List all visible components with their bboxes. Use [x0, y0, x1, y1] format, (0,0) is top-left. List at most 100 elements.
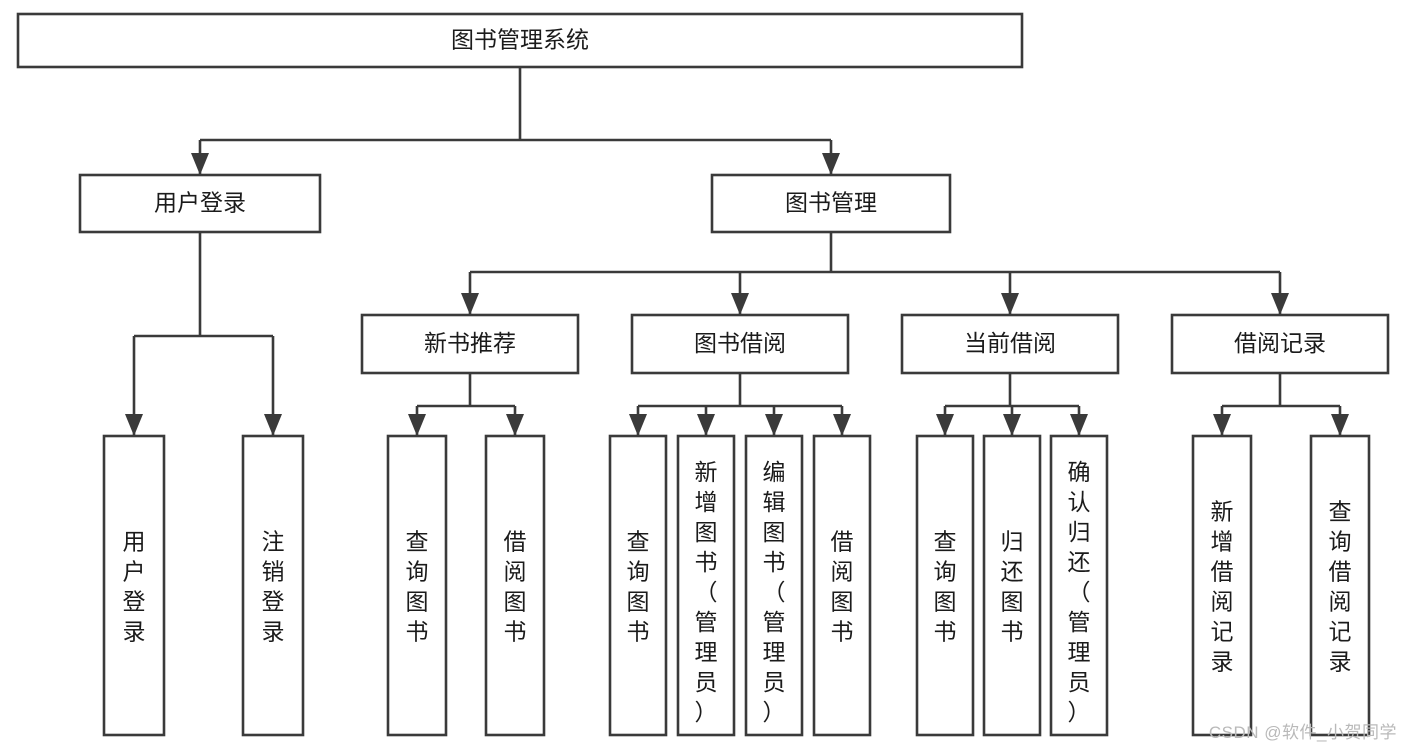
- node-box-leaf-borrow-book-2[interactable]: [812, 434, 872, 737]
- node-borrow-record[interactable]: 借阅记录: [1170, 313, 1390, 375]
- svg-text:新: 新: [695, 459, 718, 485]
- node-box-user-login[interactable]: [78, 173, 322, 234]
- arrow-head-icon: [125, 414, 143, 436]
- node-label-new-book-recommend: 新书推荐: [424, 330, 516, 356]
- node-box-leaf-query-book-1[interactable]: [386, 434, 448, 737]
- svg-text:员: 员: [763, 669, 786, 695]
- arrow-head-icon: [1271, 293, 1289, 315]
- node-box-book-borrow[interactable]: [630, 313, 850, 375]
- arrow-head-icon: [461, 293, 479, 315]
- svg-text:（: （: [763, 579, 786, 605]
- svg-text:辑: 辑: [763, 489, 786, 515]
- svg-text:还: 还: [1068, 549, 1091, 575]
- svg-text:新: 新: [1211, 499, 1234, 525]
- svg-text:书: 书: [504, 619, 527, 645]
- node-book-manage[interactable]: 图书管理: [710, 173, 952, 234]
- node-label-borrow-record: 借阅记录: [1234, 330, 1326, 356]
- node-box-leaf-add-book-admin[interactable]: [676, 434, 736, 737]
- node-box-leaf-logout-login[interactable]: [241, 434, 305, 737]
- svg-text:认: 认: [1068, 489, 1091, 515]
- node-label-user-login: 用户登录: [154, 190, 246, 216]
- svg-text:查: 查: [1329, 499, 1352, 525]
- svg-text:查: 查: [406, 529, 429, 555]
- svg-text:编: 编: [763, 459, 786, 485]
- arrow-head-icon: [506, 414, 524, 436]
- node-box-leaf-borrow-book-1[interactable]: [484, 434, 546, 737]
- node-root[interactable]: 图书管理系统: [16, 12, 1024, 69]
- svg-text:录: 录: [262, 619, 285, 645]
- node-box-leaf-add-borrow-record[interactable]: [1191, 434, 1253, 737]
- node-leaf-user-login[interactable]: 用户登录: [102, 434, 166, 737]
- node-box-leaf-user-login[interactable]: [102, 434, 166, 737]
- svg-text:书: 书: [406, 619, 429, 645]
- svg-text:还: 还: [1001, 559, 1024, 585]
- node-box-root[interactable]: [16, 12, 1024, 69]
- svg-text:（: （: [695, 579, 718, 605]
- svg-text:户: 户: [123, 559, 146, 585]
- svg-text:）: ）: [695, 699, 718, 725]
- node-box-new-book-recommend[interactable]: [360, 313, 580, 375]
- svg-text:管: 管: [1068, 609, 1091, 635]
- svg-text:销: 销: [262, 559, 285, 585]
- node-label-root: 图书管理系统: [451, 27, 589, 53]
- node-box-leaf-confirm-return-admin[interactable]: [1049, 434, 1109, 737]
- svg-text:登: 登: [262, 589, 285, 615]
- node-box-borrow-record[interactable]: [1170, 313, 1390, 375]
- arrow-head-icon: [1213, 414, 1231, 436]
- node-box-leaf-edit-book-admin[interactable]: [744, 434, 804, 737]
- svg-text:图: 图: [695, 519, 718, 545]
- node-book-borrow[interactable]: 图书借阅: [630, 313, 850, 375]
- svg-text:理: 理: [1068, 639, 1091, 665]
- node-box-leaf-return-book[interactable]: [982, 434, 1042, 737]
- node-box-leaf-query-book-2[interactable]: [608, 434, 668, 737]
- node-new-book-recommend[interactable]: 新书推荐: [360, 313, 580, 375]
- node-box-book-manage[interactable]: [710, 173, 952, 234]
- node-box-leaf-query-book-3[interactable]: [915, 434, 975, 737]
- node-box-current-borrow[interactable]: [900, 313, 1120, 375]
- svg-text:书: 书: [831, 619, 854, 645]
- svg-text:借: 借: [1329, 559, 1352, 585]
- node-box-leaf-query-borrow-record[interactable]: [1309, 434, 1371, 737]
- svg-text:管: 管: [763, 609, 786, 635]
- svg-text:）: ）: [1068, 699, 1091, 725]
- svg-text:增: 增: [695, 489, 718, 515]
- svg-text:借: 借: [1211, 559, 1234, 585]
- svg-text:图: 图: [627, 589, 650, 615]
- svg-text:管: 管: [695, 609, 718, 635]
- arrow-head-icon: [408, 414, 426, 436]
- arrow-head-icon: [731, 293, 749, 315]
- arrow-head-icon: [1070, 414, 1088, 436]
- svg-text:）: ）: [763, 699, 786, 725]
- node-user-login[interactable]: 用户登录: [78, 173, 322, 234]
- svg-text:查: 查: [934, 529, 957, 555]
- arrow-head-icon: [1003, 414, 1021, 436]
- nodes-layer: 图书管理系统用户登录图书管理新书推荐图书借阅当前借阅借阅记录用户登录注销登录查询…: [16, 12, 1390, 737]
- arrow-head-icon: [629, 414, 647, 436]
- connectors-layer: [125, 67, 1349, 436]
- node-current-borrow[interactable]: 当前借阅: [900, 313, 1120, 375]
